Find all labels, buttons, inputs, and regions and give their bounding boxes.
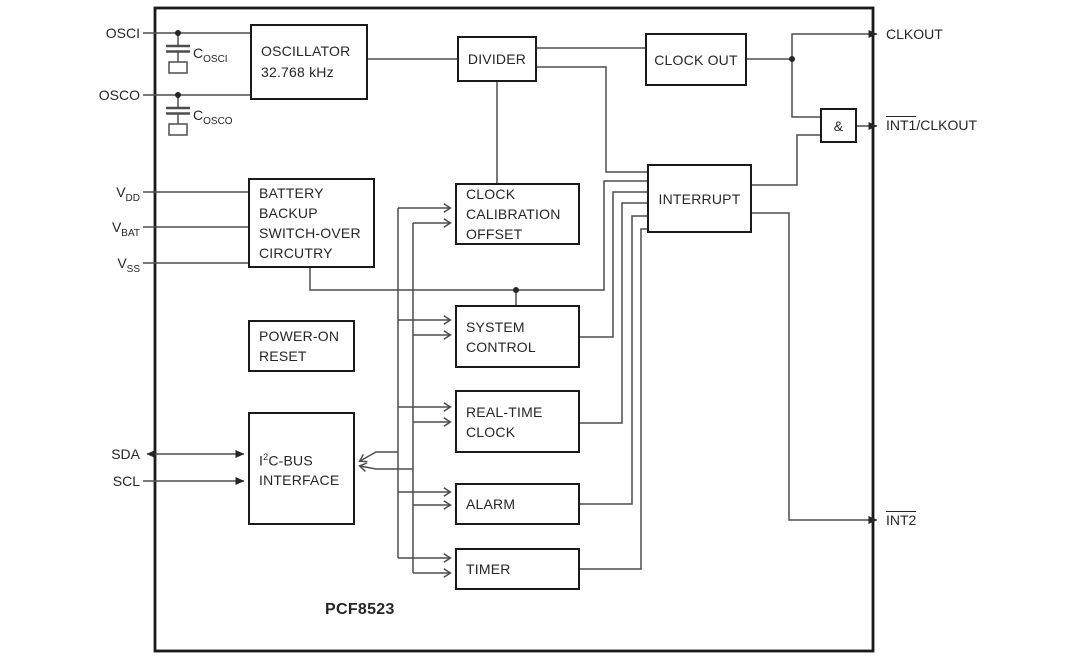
bus-a-to-i2c [358,451,398,463]
wire-to-int2-pin [752,212,878,524]
block-real-time-clock: REAL-TIME CLOCK [455,390,580,453]
wire-systemcontrol-to-interrupt [580,191,647,338]
interrupt-output-wires [752,122,878,524]
block-label: BACKUP [259,205,318,221]
block-label: CLOCK [466,186,516,202]
osco-capacitor [166,95,190,136]
block-label: RESET [259,348,307,364]
wire-timer-to-interrupt [580,228,647,570]
wire-divider-to-interrupt [537,66,647,173]
left-pin-wires [143,32,250,485]
capacitor-label-cosco: COSCO [193,107,233,127]
block-label: INTERRUPT [658,190,741,207]
pin-label-scl: SCL [112,473,140,489]
interrupt-input-wires [580,191,647,570]
block-label: REAL-TIME [466,403,543,420]
wire-rtc-to-interrupt [580,202,647,424]
block-alarm: ALARM [455,483,580,525]
block-label: ALARM [466,496,516,512]
block-label: CALIBRATION [466,206,561,222]
block-label: I2C-BUS [259,451,313,469]
capacitor-label-cosci: COSCI [193,45,228,65]
junction-dots [175,30,795,293]
block-label: OSCILLATOR [261,43,351,59]
pin-label-osci: OSCI [105,25,140,41]
block-system-control: SYSTEM CONTROL [455,305,580,368]
wire-alarm-to-interrupt [580,215,647,505]
block-clock-calibration-offset: CLOCK CALIBRATION OFFSET [455,183,580,245]
internal-bus-wires [358,203,452,578]
wire-to-clkout-pin [791,30,878,59]
block-i2c-bus-interface: I2C-BUS INTERFACE [248,412,355,525]
block-label: SYSTEM [466,318,525,335]
pin-label-vdd: VDD [116,184,140,204]
block-label: 32.768 kHz [261,64,334,80]
block-label: CLOCK [466,423,516,440]
clock-chain-wires [368,30,878,183]
block-power-on-reset: POWER-ON RESET [248,320,355,372]
wire-battery-to-interrupt [309,180,647,291]
pin-label-clkout: CLKOUT [886,26,943,42]
ground-symbol [168,123,188,136]
block-label: TIMER [466,561,511,577]
block-oscillator: OSCILLATOR 32.768 kHz [250,24,368,100]
pin-label-osco: OSCO [98,87,140,103]
block-label: CONTROL [466,338,536,355]
osci-capacitor [166,33,190,74]
pin-label-sda: SDA [111,446,140,462]
pin-label-int1-clkout: INT1/CLKOUT [886,116,978,133]
block-label: DIVIDER [467,51,527,67]
bus-b-to-i2c [358,462,413,472]
block-label: CLOCK OUT [654,51,738,68]
pin-label-vbat: VBAT [111,219,140,239]
block-label: SWITCH-OVER [259,225,361,241]
and-gate-symbol: & [833,117,844,134]
chip-name-label: PCF8523 [325,601,395,618]
block-interrupt: INTERRUPT [647,164,752,233]
block-battery-backup: BATTERY BACKUP SWITCH-OVER CIRCUTRY [248,178,375,268]
block-timer: TIMER [455,548,580,590]
block-label: BATTERY [259,185,324,201]
block-label: POWER-ON [259,328,340,344]
pin-label-vss: VSS [117,255,140,275]
and-gate: & [820,108,857,143]
block-clock-out: CLOCK OUT [645,33,747,86]
ground-symbol [168,61,188,74]
wire-clockout-to-andgate [791,59,820,118]
chip-boundary [153,6,875,653]
wire-interrupt-to-andgate [752,134,820,186]
block-label: OFFSET [466,226,523,242]
block-label: CIRCUTRY [259,245,333,261]
block-divider: DIVIDER [457,36,537,82]
block-label: INTERFACE [259,472,340,489]
pin-label-int2: INT2 [886,511,917,528]
